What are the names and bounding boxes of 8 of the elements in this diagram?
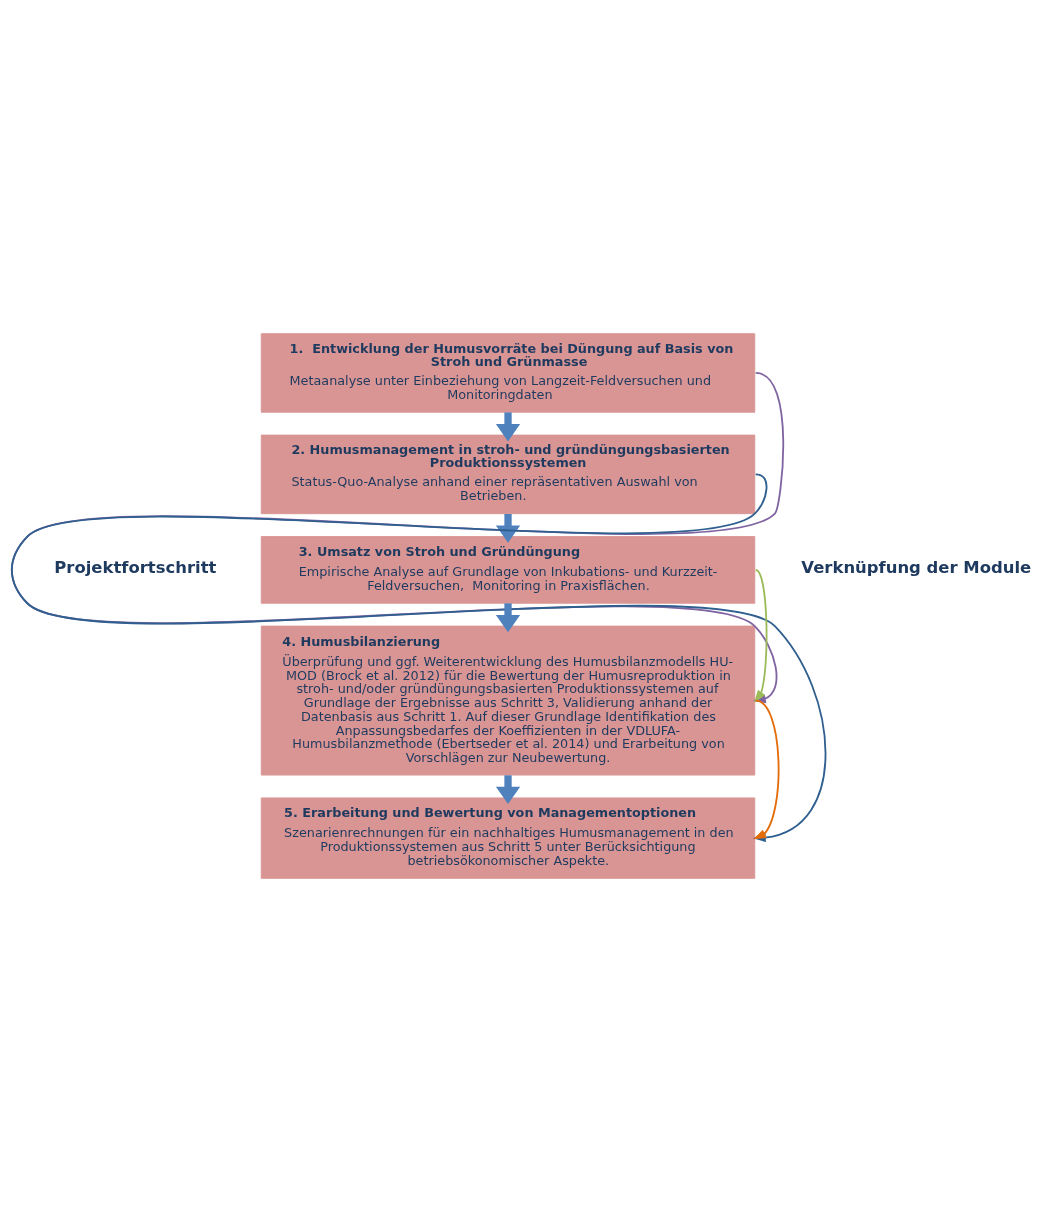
arrow xyxy=(753,699,780,840)
node-box: 2. Humusmanagement in stroh- und gründüngungsbasierten Produktionssystemen Status-Quo-Analyse anhand einer repräsentativen Auswahl von Betrieben. xyxy=(260,434,756,515)
node-box: 4. Humusbilanzierung Überprüfung und ggf. Weiterentwicklung des Humusbilanzmodells HU-MOD (Brock et al. 2012) für die Bewertung der Humusreproduktion in stroh- und/oder gründüngungsbasierten Produktionssystemen auf Grundlage der Ergebnisse aus Schritt 3, Validierung anhand der Datenbasis aus Schritt 1. Auf dieser Grundlage Identifikation des Anpassungsbedarfes der Koeffizienten in der VDLUFA-Humusbilanzmethode (Ebertseder et al. 2014) und Erarbeitung von Vorschlägen zur Neubewertung. xyxy=(260,625,756,776)
label: Projektfortschritt xyxy=(54,558,217,578)
node-box: 5. Erarbeitung und Bewertung von Managementoptionen Szenarienrechnungen für ein nachhaltiges Humusmanagement in den Produktionssystemen aus Schritt 5 unter Berücksichtigung betriebsökonomischer Aspekte. xyxy=(260,797,756,879)
node-box: 1. Entwicklung der Humusvorräte bei Düngung auf Basis von Stroh und Grünmasse Metaanalyse unter Einbeziehung von Langzeit-Feldversuchen und Monitoringdaten xyxy=(260,333,756,413)
node-box: 3. Umsatz von Stroh und Gründüngung Empirische Analyse auf Grundlage von Inkubations- und Kurzzeit-Feldversuchen, Monitoring in Praxisflächen. xyxy=(260,536,756,604)
label: Verknüpfung der Module xyxy=(801,558,1032,578)
